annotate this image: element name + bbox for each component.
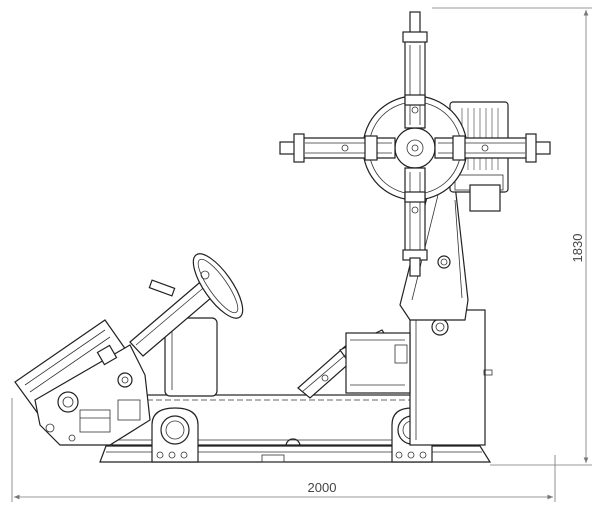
arm-top <box>402 11 428 129</box>
width-label: 2000 <box>308 480 337 495</box>
positioner-head <box>279 11 551 277</box>
seat-guard <box>164 317 218 397</box>
height-label: 1830 <box>570 234 585 263</box>
arm-bottom <box>402 167 428 277</box>
front-body <box>14 319 151 446</box>
steering-assembly <box>129 253 244 357</box>
left-wheel-lug <box>151 407 199 463</box>
arm-left <box>279 133 396 163</box>
height-dimension: 1830 <box>432 7 592 466</box>
width-dimension: 2000 <box>11 398 556 502</box>
steering-wheel <box>192 253 244 319</box>
hydraulic-cylinder <box>297 329 411 399</box>
arm-right <box>434 133 551 163</box>
rear-upright <box>409 309 493 446</box>
